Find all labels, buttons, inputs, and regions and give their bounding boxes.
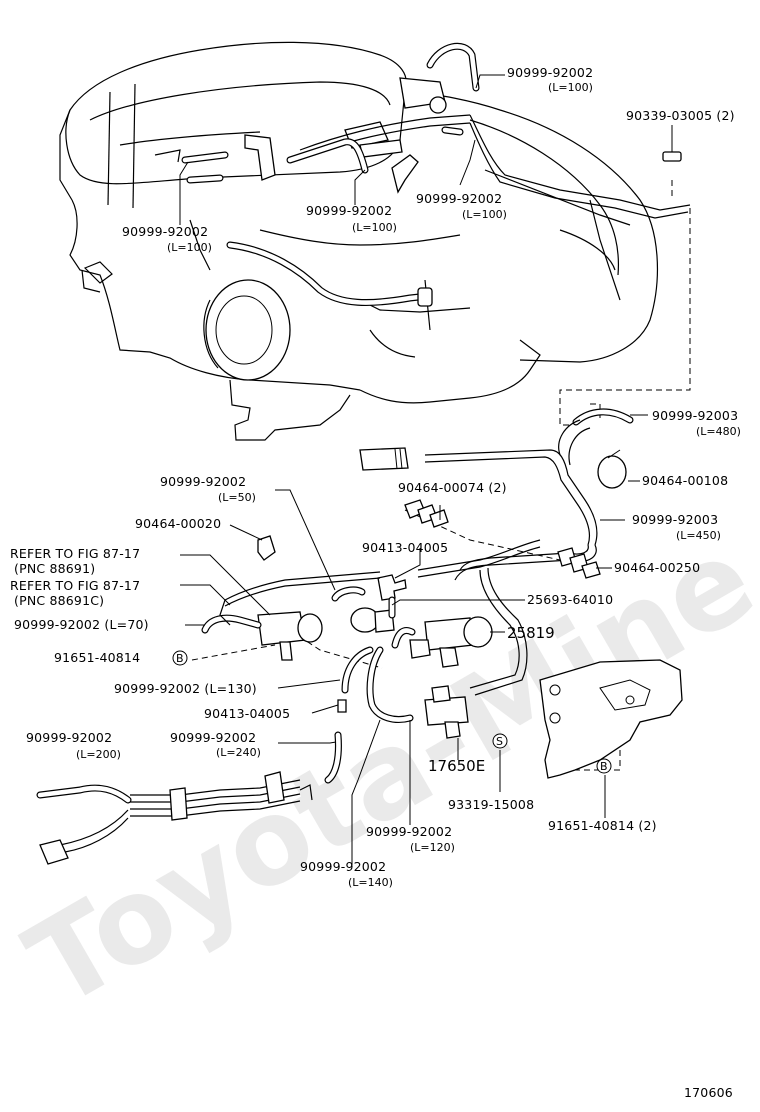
tee-04005-upper	[377, 574, 407, 601]
label-hose-l120-len: (L=120)	[410, 841, 455, 854]
label-hose-l70: 90999-92002 (L=70)	[14, 617, 149, 632]
label-hose-480-len: (L=480)	[696, 425, 741, 438]
callout-labels: 90999-92002 (L=100) 90339-03005 (2) 9099…	[10, 65, 741, 1100]
label-clamp-00020: 90464-00020	[135, 516, 221, 531]
screw-badge-letter: S	[496, 735, 503, 748]
label-hose-top-right: 90999-92002	[507, 65, 593, 80]
screw-badge	[492, 733, 508, 749]
tee-04005-lower	[337, 699, 347, 713]
label-screw-93319: 93319-15008	[448, 797, 534, 812]
label-hose-l240-len: (L=240)	[216, 746, 261, 759]
label-hose-center-right-len: (L=100)	[462, 208, 507, 221]
label-clip-90339: 90339-03005 (2)	[626, 108, 735, 123]
label-hose-center-right: 90999-92002	[416, 191, 502, 206]
clamp-00108	[597, 455, 627, 489]
engine-illustration	[59, 41, 691, 441]
label-tee-04005-lower: 90413-04005	[204, 706, 290, 721]
label-bolt-91651-right: 91651-40814 (2)	[548, 818, 657, 833]
label-hose-left: 90999-92002	[122, 224, 208, 239]
label-clamp-00250: 90464-00250	[614, 560, 700, 575]
label-hose-center-left-len: (L=100)	[352, 221, 397, 234]
label-hose-left-len: (L=100)	[167, 241, 212, 254]
label-clamp-00108: 90464-00108	[642, 473, 728, 488]
label-hose-center-left: 90999-92002	[306, 203, 392, 218]
label-bolt-91651-left: 91651-40814	[54, 650, 140, 665]
label-hose-top-right-len: (L=100)	[548, 81, 593, 94]
label-vsv-17650e: 17650E	[428, 757, 485, 775]
label-hose-l200: 90999-92002	[26, 730, 112, 745]
watermark: Toyota-Mine.ru	[5, 416, 760, 1034]
label-hose-l50-len: (L=50)	[218, 491, 256, 504]
label-tee-04005-upper: 90413-04005	[362, 540, 448, 555]
label-hose-l240: 90999-92002	[170, 730, 256, 745]
clamp-00020	[257, 535, 276, 561]
vsv-25819	[409, 616, 493, 668]
label-hose-l200-len: (L=200)	[76, 748, 121, 761]
label-hose-450: 90999-92003	[632, 512, 718, 527]
label-hose-480: 90999-92003	[652, 408, 738, 423]
figure-number: 170606	[684, 1085, 733, 1100]
label-refer-1-line2: (PNC 88691)	[14, 561, 95, 576]
hose-assembly	[36, 408, 683, 865]
label-hose-l140: 90999-92002	[300, 859, 386, 874]
bolt-badge-right-letter: B	[600, 760, 608, 773]
label-hose-l120: 90999-92002	[366, 824, 452, 839]
clamp-00074	[404, 499, 449, 528]
watermark-text: Toyota-Mine.ru	[5, 416, 760, 1034]
label-refer-2-line2: (PNC 88691C)	[14, 593, 104, 608]
bolt-badge-left	[172, 650, 188, 666]
vsv-left	[201, 571, 381, 661]
label-hose-l50: 90999-92002	[160, 474, 246, 489]
bolt-badge-left-letter: B	[176, 652, 184, 665]
label-refer-1-line1: REFER TO FIG 87-17	[10, 546, 140, 561]
leader-lines	[179, 74, 673, 865]
label-hose-l130: 90999-92002 (L=130)	[114, 681, 257, 696]
clip-90339	[662, 151, 682, 162]
label-hose-l140-len: (L=140)	[348, 876, 393, 889]
label-vsv-25819: 25819	[507, 624, 555, 642]
label-refer-2-line1: REFER TO FIG 87-17	[10, 578, 140, 593]
valve-25693	[350, 596, 396, 633]
label-clamp-00074: 90464-00074 (2)	[398, 480, 507, 495]
vsv-17650e	[424, 685, 469, 739]
label-hose-450-len: (L=450)	[676, 529, 721, 542]
bracket	[539, 659, 683, 779]
label-valve-25693: 25693-64010	[527, 592, 613, 607]
bolt-badge-right	[596, 758, 612, 774]
clamp-00250	[557, 547, 601, 579]
